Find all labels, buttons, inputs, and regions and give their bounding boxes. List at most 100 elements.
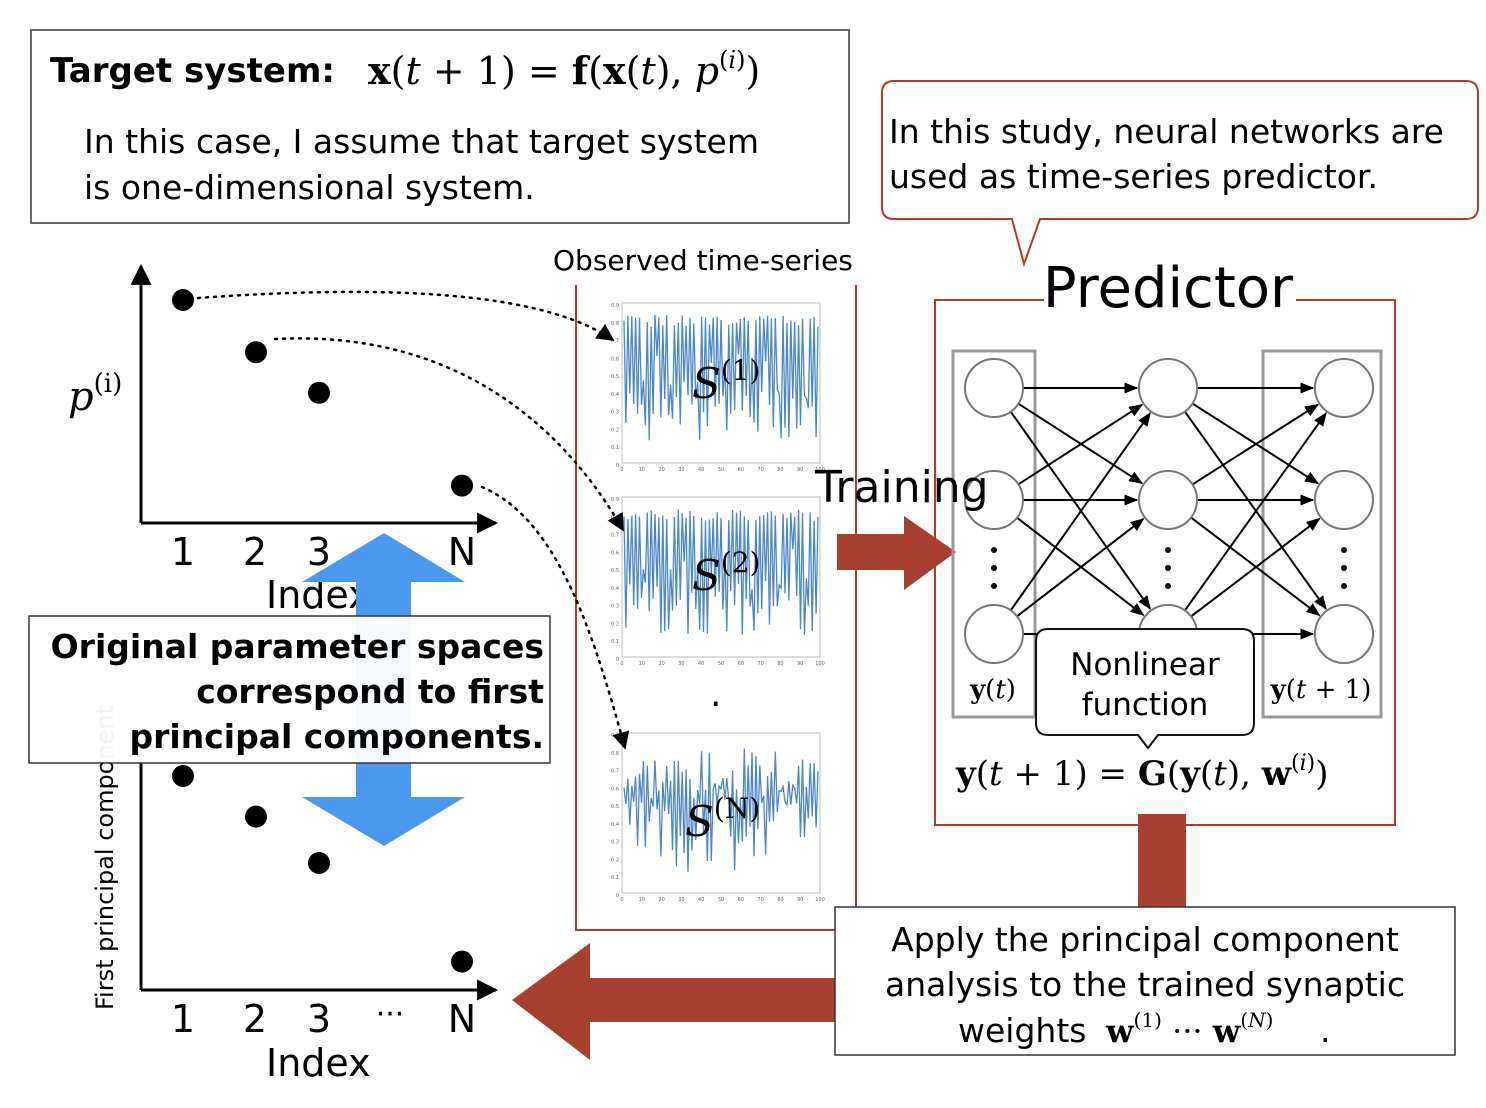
top-plot-ticks: 1 2 3 ··· N xyxy=(171,530,476,574)
time-series-ytick: 0 xyxy=(616,657,619,663)
bottom-plot-point xyxy=(245,805,267,828)
bottom-plot-xlabel: Index xyxy=(266,1041,371,1085)
output-label: y(t + 1) xyxy=(1270,675,1372,705)
time-series-ytick: 0.1 xyxy=(611,445,619,451)
time-series-xtick: 70 xyxy=(757,661,763,667)
pca-line3-end: . xyxy=(1320,1011,1331,1050)
network-node xyxy=(1314,470,1374,530)
series-ellipsis: . xyxy=(710,674,721,715)
time-series-ytick: 0 xyxy=(616,463,619,469)
target-system-box: Target system: x(t + 1) = f(x(t), p(i)) … xyxy=(30,29,850,224)
network-ellipsis-dot xyxy=(1341,583,1347,589)
predictor-box: Predictor y(t) y(t + 1) Nonlinear functi… xyxy=(934,256,1396,826)
time-series-ytick: 0.1 xyxy=(611,639,619,645)
time-series-xtick: 30 xyxy=(678,897,684,903)
network-node xyxy=(964,604,1024,664)
network-node xyxy=(964,470,1024,530)
time-series-xtick: 80 xyxy=(777,661,783,667)
network-edge xyxy=(1016,518,1145,618)
top-plot: p(i) 1 2 3 ··· N Index xyxy=(68,263,499,617)
time-series-ytick: 0.8 xyxy=(611,321,619,327)
time-series-xtick: 10 xyxy=(639,467,645,473)
bottom-tick-n: N xyxy=(448,997,476,1041)
time-series-xtick: 30 xyxy=(678,661,684,667)
time-series-xtick: 10 xyxy=(639,897,645,903)
observed-frame xyxy=(575,285,857,931)
top-plot-ylabel: p(i) xyxy=(68,369,122,420)
input-layer-frame xyxy=(951,349,1037,719)
bottom-plot-points xyxy=(172,765,473,973)
time-series-ytick: 0.9 xyxy=(611,733,619,739)
top-plot-point xyxy=(172,289,194,311)
time-series-xtick: 20 xyxy=(658,661,664,667)
network-ellipsis-dot xyxy=(1165,583,1171,589)
bottom-plot-point xyxy=(308,852,330,874)
network-edge xyxy=(1184,412,1327,611)
bottom-plot-point xyxy=(451,950,473,973)
nonlinear-line1: Nonlinear xyxy=(1070,647,1220,683)
time-series-ytick: 0.5 xyxy=(611,568,619,574)
time-series-ytick: 0.2 xyxy=(611,621,619,627)
network-ellipsis-dot xyxy=(991,547,997,553)
time-series-ytick: 0.2 xyxy=(611,427,619,433)
pca-down-connector xyxy=(1138,814,1186,910)
bottom-plot-ticks: 1 2 3 ··· N xyxy=(171,997,476,1041)
time-series-line xyxy=(623,314,819,441)
time-series-axes xyxy=(621,732,821,894)
time-series-ytick: 0.4 xyxy=(611,392,619,398)
correspondence-line2: correspond to first xyxy=(196,672,544,711)
time-series-ytick: 0.1 xyxy=(611,875,619,881)
training-label: Training xyxy=(814,462,989,513)
top-plot-point xyxy=(451,474,473,497)
network-ellipsis-dot xyxy=(1341,565,1347,571)
time-series-ytick: 0.3 xyxy=(611,410,619,416)
network-ellipsis-dot xyxy=(1165,547,1171,553)
top-tick-n: N xyxy=(448,530,476,574)
top-tick-3: 3 xyxy=(307,530,331,574)
top-plot-point xyxy=(308,381,330,404)
top-tick-1: 1 xyxy=(171,530,195,574)
network-edge xyxy=(1009,412,1151,611)
pca-line2: analysis to the trained synaptic xyxy=(885,965,1405,1004)
time-series-ytick: 0.9 xyxy=(611,497,619,503)
time-series-xtick: 40 xyxy=(698,467,704,473)
pca-box: Apply the principal component analysis t… xyxy=(834,906,1456,1056)
target-system-line1: In this case, I assume that target syste… xyxy=(84,122,759,161)
time-series-xtick: 70 xyxy=(757,897,763,903)
time-series-ytick: 0.5 xyxy=(611,804,619,810)
bottom-tick-3: 3 xyxy=(307,997,331,1041)
time-series-xtick: 40 xyxy=(698,897,704,903)
time-series-xtick: 0 xyxy=(620,467,623,473)
callout-line1: In this study, neural networks are xyxy=(889,112,1444,151)
predictor-callout: In this study, neural networks are used … xyxy=(881,80,1479,268)
series-label-2: S(2) xyxy=(692,546,760,600)
target-system-line2: is one-dimensional system. xyxy=(84,168,535,207)
time-series-ytick: 0.6 xyxy=(611,356,619,362)
time-series-ytick: 0.5 xyxy=(611,374,619,380)
time-series-xtick: 50 xyxy=(718,661,724,667)
nonlinear-function-callout: Nonlinear function xyxy=(1035,628,1255,750)
target-system-equation: x(t + 1) = f(x(t), p(i)) xyxy=(368,46,760,93)
pca-return-arrow xyxy=(512,943,835,1060)
series-label-1: S(1) xyxy=(692,354,760,408)
time-series-ytick: 0.9 xyxy=(611,303,619,309)
time-series-xtick: 100 xyxy=(815,467,825,473)
time-series-xtick: 20 xyxy=(658,897,664,903)
observed-title: Observed time-series xyxy=(553,244,853,277)
time-series-ytick: 0.3 xyxy=(611,840,619,846)
network-edge xyxy=(1017,403,1144,486)
network-ellipsis-dot xyxy=(991,583,997,589)
network-ellipsis-dot xyxy=(991,565,997,571)
network-ellipsis-dot xyxy=(1341,547,1347,553)
time-series-xtick: 0 xyxy=(620,661,623,667)
time-series-xtick: 40 xyxy=(698,661,704,667)
correspondence-box: Original parameter spaces correspond to … xyxy=(28,615,551,764)
time-series-xtick: 80 xyxy=(777,467,783,473)
pca-line3-text: weights xyxy=(958,1011,1086,1050)
bottom-tick-1: 1 xyxy=(171,997,195,1041)
network-vertical-dots xyxy=(991,547,1347,589)
time-series-ytick: 0.7 xyxy=(611,769,619,775)
time-series-xtick: 60 xyxy=(738,661,744,667)
